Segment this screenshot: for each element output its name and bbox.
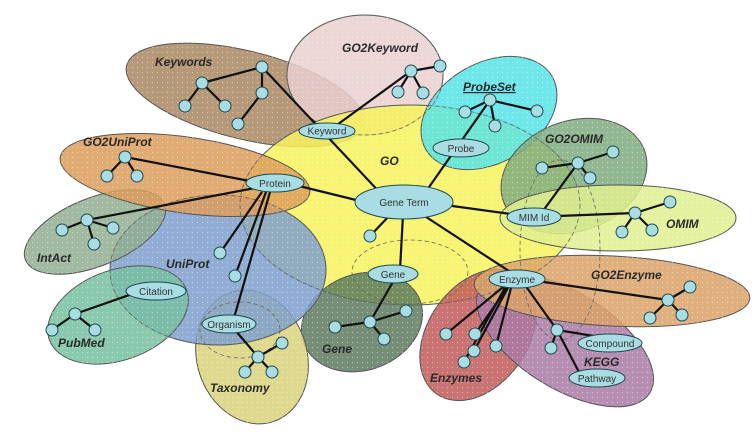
label-gene: Gene [322,342,352,356]
node [251,350,265,364]
node [218,99,232,113]
label-pubmed: PubMed [58,336,105,350]
node [80,213,94,227]
node [535,161,549,175]
node [238,365,252,379]
node [530,104,544,118]
node [416,86,430,100]
node [328,320,342,334]
node [363,315,377,329]
label-probeset: ProbeSet [463,80,517,94]
node [87,237,101,251]
node [433,59,447,73]
field-gene: Gene [381,270,406,281]
node [439,327,453,341]
node [195,76,209,90]
node [88,323,102,337]
node [675,308,689,322]
node [265,365,279,379]
node [45,323,59,337]
node [483,93,497,107]
node [100,169,114,183]
field-nodes: Gene Term Keyword Probe MIM Id Gene Enzy… [125,122,643,388]
label-kegg: KEGG [584,355,619,369]
node [468,327,482,341]
label-intact: IntAct [37,251,72,265]
field-probe: Probe [448,144,475,155]
label-enzymes: Enzymes [430,371,482,385]
label-go2omim: GO2OMIM [545,132,604,146]
node [130,169,144,183]
tree-nodes [45,59,697,379]
node [583,171,597,185]
node [571,156,585,170]
node [489,339,503,353]
node [231,117,245,131]
node [55,223,69,237]
node [404,64,418,78]
label-go2uniprot: GO2UniProt [83,135,153,149]
node [683,280,697,294]
label-go2keyword: GO2Keyword [342,41,419,55]
node [544,341,558,355]
field-citation: Citation [139,287,173,298]
node [643,311,657,325]
node [488,119,502,133]
field-gene-term: Gene Term [379,198,428,209]
label-go: GO [380,154,399,168]
label-go2enzyme: GO2Enzyme [591,268,662,282]
node [106,221,120,235]
node [606,145,620,159]
node [68,307,82,321]
node [467,344,481,358]
field-enzyme: Enzyme [499,275,536,286]
label-taxonomy: Taxonomy [210,381,271,395]
node [663,195,677,209]
node [213,246,227,260]
label-keywords: Keywords [155,55,213,69]
node [255,86,269,100]
field-keyword: Keyword [308,127,347,138]
database-labels: GO Keywords GO2Keyword ProbeSet GO2OMIM … [37,41,700,395]
field-mim-id: MIM Id [519,213,550,224]
label-omim: OMIM [666,217,700,231]
field-pathway: Pathway [578,374,616,385]
node [118,150,132,164]
node [645,223,659,237]
node [255,60,269,74]
node [458,105,472,119]
node [399,304,413,318]
node [363,229,377,243]
node [615,225,629,239]
node [377,332,391,346]
node [661,293,675,307]
field-compound: Compound [586,339,635,350]
node [228,269,242,283]
label-uniprot: UniProt [166,257,210,271]
node [628,206,642,220]
field-organism: Organism [207,320,250,331]
node [457,355,471,369]
node [275,336,289,350]
node [550,323,564,337]
node [178,99,192,113]
field-protein: Protein [259,179,291,190]
node [391,85,405,99]
